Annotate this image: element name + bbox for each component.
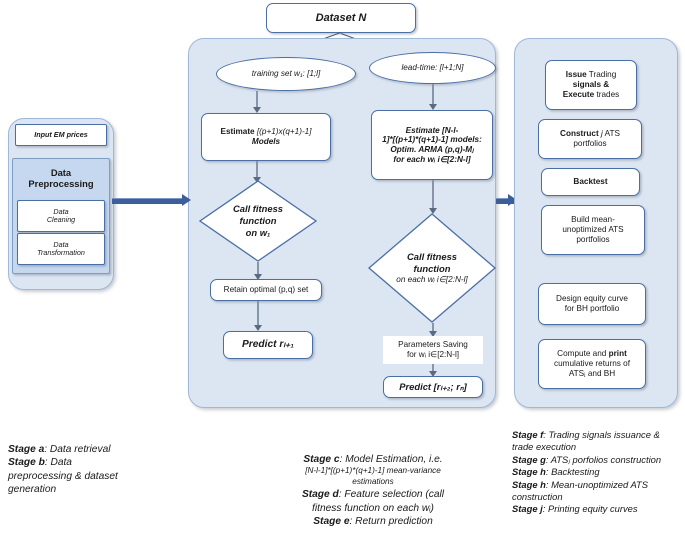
estimate-models-line1-rest: [(p+1)x(q+1)-1] <box>254 127 312 137</box>
caption-center-line-1: [N-l-1]*[(p+1)*(q+1)-1] mean-variance <box>305 466 441 476</box>
caption-right-line-5: construction <box>512 491 563 503</box>
estimate-models-line1: Estimate [(p+1)x(q+1)-1] <box>220 127 311 137</box>
data-cleaning-box: Data Cleaning <box>17 200 105 232</box>
lead-time-ellipse: lead-time: [l+1;N] <box>369 52 496 84</box>
caption-right-line-3: Stage h: Backtesting <box>512 466 600 478</box>
construct-line2: portfolios <box>573 139 607 148</box>
data-cleaning-line2: Cleaning <box>46 215 76 224</box>
caption-right-line-1: trade execution <box>512 441 577 453</box>
issue-line2: signals & <box>572 80 610 90</box>
connector-leadtime-to-estimate <box>432 84 434 106</box>
connector-left-to-middle <box>112 198 184 204</box>
connector-fitness-right-to-params <box>432 323 434 335</box>
arrow-fitness-to-retain <box>254 274 262 280</box>
diamond-shape-right <box>368 213 496 323</box>
compute-line1: Compute and print <box>557 349 627 359</box>
arrow-left-to-middle <box>182 194 191 206</box>
estimate-right-line1: Estimate [N-l- <box>405 125 459 135</box>
caption-right-line-6: Stage j: Printing equity curves <box>512 503 638 515</box>
arrow-retain-to-predict <box>254 325 262 331</box>
connector-params-to-predict <box>432 364 434 374</box>
estimate-right-line2: 1]*[(p+1)*(q+1)-1] models: <box>382 135 482 145</box>
arrow-fitness-right-to-params <box>429 331 437 337</box>
build-line1: Build mean- <box>571 215 615 225</box>
dataset-label: Dataset N <box>315 11 367 24</box>
arrow-middle-to-right <box>508 194 517 206</box>
compute-line3: ATSⱼ and BH <box>568 368 616 378</box>
caption-right-line-4: Stage h: Mean-unoptimized ATS <box>512 478 649 490</box>
arrow-estimate-to-fitness <box>253 177 261 183</box>
data-preprocessing-title-line2: Preprocessing <box>28 178 94 190</box>
connector-middle-to-right <box>496 198 514 204</box>
predict-range-box: Predict [rₗ₊₂; rₙ] <box>383 376 483 398</box>
training-set-label: training set w₁: [1;l] <box>251 69 321 79</box>
retain-optimal-label: Retain optimal (p,q) set <box>223 285 309 295</box>
caption-left-line-3: generation <box>8 484 57 496</box>
build-line2: unoptimized ATS <box>562 225 624 235</box>
arrow-training-to-estimate <box>253 107 261 113</box>
data-transformation-line2: Transformation <box>37 248 85 257</box>
estimate-models-line2: Models <box>251 137 281 146</box>
predict-range-label: Predict [rₗ₊₂; rₙ] <box>399 381 467 393</box>
data-preprocessing-title-line1: Data <box>50 167 72 178</box>
call-fitness-w1-diamond: Call fitness function on w₁ <box>199 180 317 262</box>
data-transformation-box: Data Transformation <box>17 233 105 265</box>
caption-left-line-0: Stage a: Data retrieval <box>8 444 111 455</box>
estimate-right-line3: Optim. ARMA (p,q)-Mⱼ <box>390 145 474 154</box>
caption-right-line-2: Stage g: ATSⱼ porfolios construction <box>512 453 662 465</box>
arrow-leadtime-to-estimate <box>429 104 437 110</box>
retain-optimal-box: Retain optimal (p,q) set <box>210 279 322 301</box>
design-line1: Design equity curve <box>556 294 628 304</box>
training-set-ellipse: training set w₁: [1;l] <box>216 57 356 91</box>
parameters-saving-box: Parameters Saving for wᵢ i∈[2:N-l] <box>383 336 483 364</box>
diamond-shape-left <box>199 180 317 262</box>
caption-left-line-1: Stage b: Data <box>8 457 72 469</box>
input-em-prices-label: Input EM prices <box>34 129 88 139</box>
caption-left: Stage a: Data retrieval Stage b: Data pr… <box>8 443 218 497</box>
caption-center-line-4: fitness function on each wᵢ) <box>312 502 434 514</box>
caption-left-line-2: preprocessing & dataset <box>8 470 118 482</box>
build-line3: portfolios <box>576 234 610 244</box>
predict-rl1-box: Predict rₗ₊₁ <box>223 331 313 359</box>
caption-right: Stage f: Trading signals issuance & trad… <box>512 429 685 516</box>
caption-center: Stage c: Model Estimation, i.e. [N-l-1]*… <box>248 453 498 528</box>
issue-line3: Execute trades <box>562 89 620 99</box>
dataset-node: Dataset N <box>266 3 416 33</box>
estimate-right-line4: for each wᵢ i∈[2:N-l] <box>393 154 471 164</box>
lead-time-label: lead-time: [l+1;N] <box>401 63 464 73</box>
connector-fitness-to-retain <box>257 262 259 277</box>
estimate-models-right-box: Estimate [N-l- 1]*[(p+1)*(q+1)-1] models… <box>371 110 493 180</box>
estimate-models-line1-bold: Estimate <box>220 127 255 137</box>
arrow-params-to-predict <box>429 371 437 377</box>
params-line1: Parameters Saving <box>398 340 468 350</box>
call-fitness-each-diamond: Call fitness function on each wᵢ i∈[2:N-… <box>368 213 496 323</box>
caption-center-line-2: estimations <box>352 477 394 487</box>
backtest-label: Backtest <box>573 177 608 187</box>
issue-trading-signals-box: Issue Trading signals & Execute trades <box>545 60 637 110</box>
connector-estimate-right-to-fitness <box>432 180 434 210</box>
caption-center-line-3: Stage d: Feature selection (call <box>301 489 445 501</box>
caption-center-line-0: Stage c: Model Estimation, i.e. <box>303 454 443 465</box>
construct-line1: Construct j ATS <box>560 129 620 139</box>
arrow-estimate-right-to-fitness <box>429 208 437 214</box>
design-line2: for BH portfolio <box>564 304 620 313</box>
backtest-box: Backtest <box>541 168 640 196</box>
predict-rl1-label: Predict rₗ₊₁ <box>242 338 294 350</box>
design-equity-curve-box: Design equity curve for BH portfolio <box>538 283 646 325</box>
issue-line1: Issue Trading <box>565 70 617 80</box>
compute-line2: cumulative returns of <box>554 359 630 369</box>
connector-training-to-estimate <box>256 91 258 109</box>
caption-right-line-0: Stage f: Trading signals issuance & <box>512 429 660 440</box>
connector-estimate-to-fitness <box>256 161 258 179</box>
connector-retain-to-predict <box>257 301 259 327</box>
data-transformation-line1: Data <box>53 239 69 249</box>
caption-center-line-5: Stage e: Return prediction <box>313 516 433 528</box>
estimate-models-box: Estimate [(p+1)x(q+1)-1] Models <box>201 113 331 161</box>
params-line2: for wᵢ i∈[2:N-l] <box>406 350 460 359</box>
construct-ats-portfolios-box: Construct j ATS portfolios <box>538 119 642 159</box>
input-em-prices-box: Input EM prices <box>15 124 107 146</box>
build-mean-unoptimized-box: Build mean- unoptimized ATS portfolios <box>541 205 645 255</box>
data-cleaning-line1: Data <box>53 206 69 216</box>
compute-print-returns-box: Compute and print cumulative returns of … <box>538 339 646 389</box>
